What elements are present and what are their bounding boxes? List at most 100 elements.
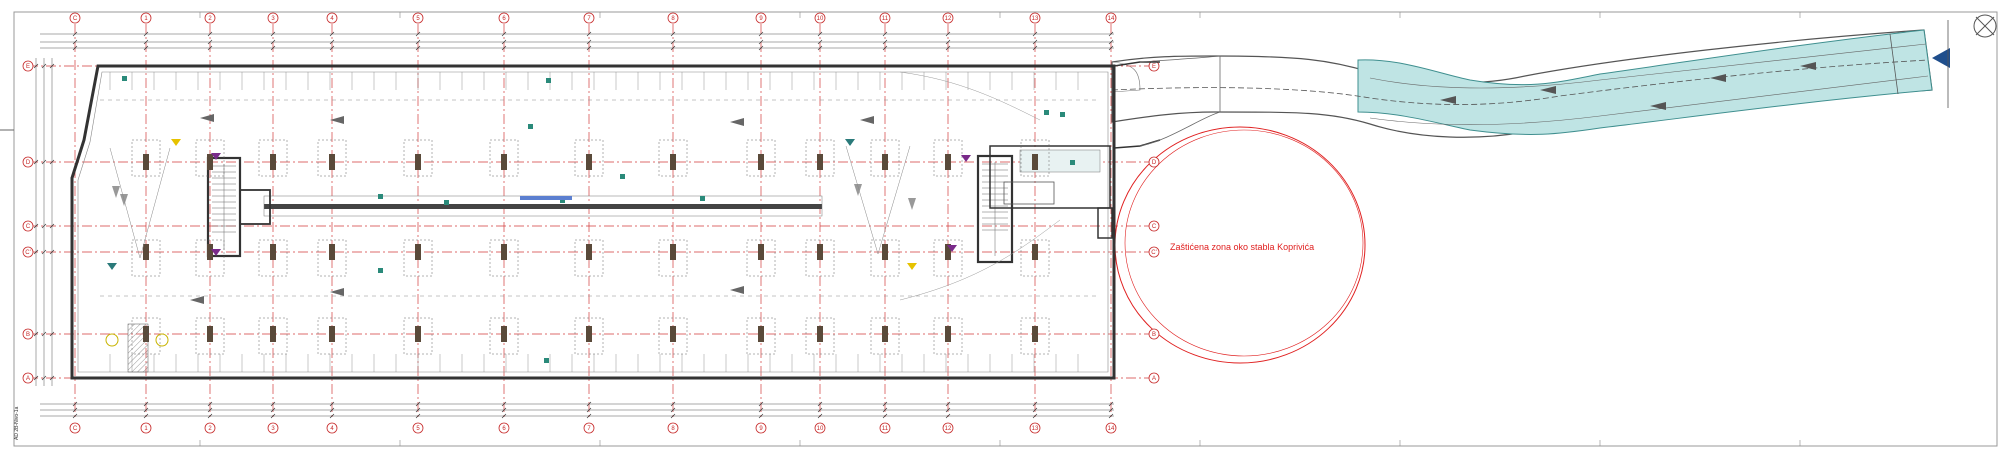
column-axis-label: 5 <box>416 16 420 22</box>
north-arrow-icon <box>1932 48 1950 68</box>
parking-bay <box>195 239 225 277</box>
parking-bay <box>1020 239 1050 277</box>
structural-column <box>415 326 421 342</box>
structural-column <box>817 244 823 260</box>
column-axis-label: 3 <box>271 426 275 432</box>
dimension-tick <box>1032 407 1038 413</box>
dimension-tick <box>41 159 47 165</box>
parking-bay <box>489 239 519 277</box>
dimension-tick <box>1108 39 1114 45</box>
column-axis-label: 13 <box>1032 426 1039 432</box>
column-axis-label: 7 <box>587 426 591 432</box>
parking-bay <box>658 317 688 355</box>
dimension-tick <box>329 407 335 413</box>
dimension-tick <box>415 39 421 45</box>
dimension-tick <box>143 45 149 51</box>
dimension-tick <box>33 375 39 381</box>
dimension-tick <box>207 45 213 51</box>
dimension-tick <box>882 31 888 37</box>
parking-bay <box>870 239 900 277</box>
dimension-tick <box>586 45 592 51</box>
stair-core <box>976 154 1014 264</box>
dimension-tick <box>670 39 676 45</box>
parking-bay <box>805 239 835 277</box>
structural-column <box>670 326 676 342</box>
dimension-tick <box>501 45 507 51</box>
column-axis-label: 9 <box>759 16 763 22</box>
marker-icon <box>107 263 117 270</box>
plan-details <box>33 12 1801 446</box>
structural-column <box>329 244 335 260</box>
row-axis-label: D <box>1152 160 1157 166</box>
dimension-tick <box>1108 401 1114 407</box>
dimension-tick <box>501 407 507 413</box>
dimension-tick <box>33 331 39 337</box>
dimension-tick <box>33 223 39 229</box>
dimension-tick <box>670 413 676 419</box>
column-axis-label: 10 <box>817 426 824 432</box>
row-axis-bubble <box>1148 246 1160 258</box>
dimension-tick <box>415 401 421 407</box>
parking-bay <box>658 139 688 177</box>
parking-bay <box>489 317 519 355</box>
outer-wall <box>70 64 1116 380</box>
parking-bay <box>1020 317 1050 355</box>
parking-bay <box>131 239 161 277</box>
equipment-symbol <box>560 198 565 203</box>
parking-bay <box>403 239 433 277</box>
dimension-tick <box>143 31 149 37</box>
row-axis-label: C' <box>25 250 30 256</box>
equipment-symbol <box>620 174 625 179</box>
parking-bay <box>805 139 835 177</box>
dimension-tick <box>945 413 951 419</box>
equipment-symbol <box>528 124 533 129</box>
inner-wall-line <box>77 71 1109 373</box>
dimension-tick <box>329 401 335 407</box>
structural-column <box>817 154 823 170</box>
parking-bay <box>258 317 288 355</box>
structural-column <box>415 154 421 170</box>
dimension-tick <box>72 413 78 419</box>
marker-icon <box>171 139 181 146</box>
dimension-tick <box>329 45 335 51</box>
dimension-tick <box>586 39 592 45</box>
column-axis-bubble <box>879 422 891 434</box>
marker-icon <box>947 245 957 252</box>
ramp-arrows <box>1440 62 1816 110</box>
stair-lobby <box>239 189 271 225</box>
structural-column <box>207 154 213 170</box>
dimension-tick <box>882 401 888 407</box>
dimension-tick <box>49 249 55 255</box>
dimension-tick <box>49 223 55 229</box>
grid-axes: CC11223344556677889910101111121213131414… <box>22 12 1160 434</box>
structural-column <box>817 326 823 342</box>
parking-arrow-icon <box>860 116 874 124</box>
structural-column <box>945 326 951 342</box>
structural-column <box>586 154 592 170</box>
column-axis-label: 12 <box>945 426 952 432</box>
dimension-tick <box>72 407 78 413</box>
dimension-tick <box>817 45 823 51</box>
dimension-tick <box>670 31 676 37</box>
row-axis-bubble <box>1148 372 1160 384</box>
dimension-tick <box>758 31 764 37</box>
dimension-tick <box>945 407 951 413</box>
row-axis-label: A <box>26 376 30 382</box>
dimension-tick <box>586 401 592 407</box>
parking-arrow-icon <box>908 198 916 210</box>
dimension-tick <box>207 39 213 45</box>
parking-bay <box>870 317 900 355</box>
structural-column <box>758 244 764 260</box>
parking-bay <box>403 139 433 177</box>
row-axis-label: D <box>26 160 31 166</box>
row-axis-bubble <box>1148 328 1160 340</box>
dimension-tick <box>33 249 39 255</box>
column-axis-label: 1 <box>144 16 148 22</box>
parking-bay <box>574 239 604 277</box>
structural-column <box>670 154 676 170</box>
accessible-stall-icon <box>105 333 119 347</box>
dimension-tick <box>501 401 507 407</box>
service-hatch <box>1019 149 1101 173</box>
column-axis-bubble <box>942 12 954 24</box>
parking-bay <box>746 239 776 277</box>
